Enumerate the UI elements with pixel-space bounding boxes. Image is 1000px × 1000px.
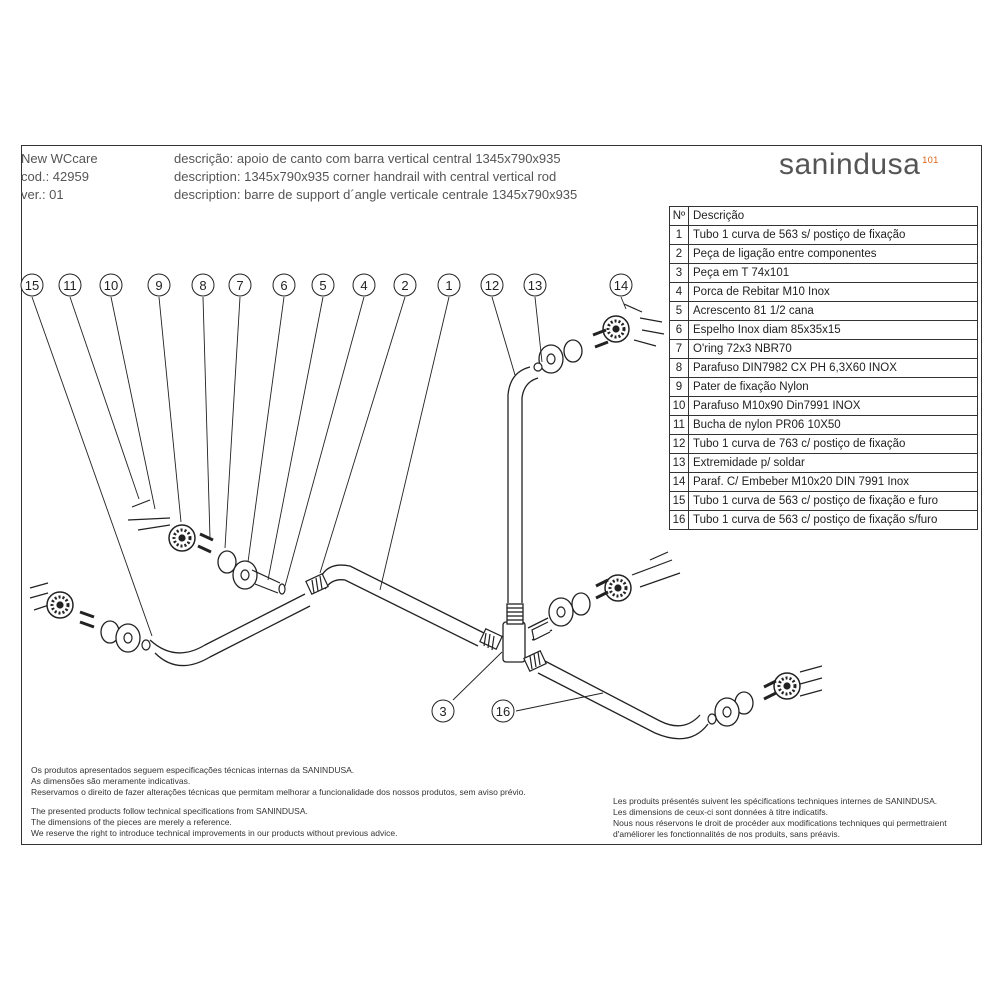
- part-description-cell: Tubo 1 curva de 763 c/ postiço de fixaçã…: [688, 434, 978, 454]
- callout-11: 11: [58, 273, 82, 297]
- wall-mount-upper-left: [127, 499, 286, 595]
- part-number-cell: 16: [669, 510, 689, 530]
- description-en: description: 1345x790x935 corner handrai…: [174, 169, 557, 184]
- part-description-cell: Tubo 1 curva de 563 s/ postiço de fixaçã…: [688, 225, 978, 245]
- svg-text:2: 2: [401, 278, 408, 293]
- svg-text:9: 9: [155, 278, 162, 293]
- threaded-connector-left: [479, 628, 503, 651]
- callout-4: 4: [352, 273, 376, 297]
- drawing-frame: [21, 145, 982, 845]
- logo-text: sanindusa: [779, 148, 921, 181]
- svg-text:1: 1: [445, 278, 452, 293]
- rod-16: [537, 659, 709, 740]
- product-version: ver.: 01: [21, 187, 64, 202]
- note-line: Les dimensions de ceux-ci sont données à…: [613, 807, 828, 817]
- product-name: New WCcare: [21, 151, 98, 166]
- svg-text:6: 6: [280, 278, 287, 293]
- svg-text:12: 12: [485, 278, 499, 293]
- rod-2: [321, 564, 485, 647]
- tee-piece: [502, 603, 526, 663]
- part-description-cell: Peça em T 74x101: [688, 263, 978, 283]
- callout-16: 16: [491, 699, 515, 723]
- svg-text:4: 4: [360, 278, 367, 293]
- svg-text:14: 14: [614, 278, 628, 293]
- part-number-cell: 10: [669, 396, 689, 416]
- note-line: Reservamos o direito de fazer alterações…: [31, 787, 526, 797]
- note-line: The dimensions of the pieces are merely …: [31, 817, 232, 827]
- callout-6: 6: [272, 273, 296, 297]
- wall-mount-bottom-right: [707, 665, 823, 727]
- callout-7: 7: [228, 273, 252, 297]
- svg-text:10: 10: [104, 278, 118, 293]
- note-line: The presented products follow technical …: [31, 806, 308, 816]
- callout-14: 14: [609, 273, 633, 297]
- callout-10: 10: [99, 273, 123, 297]
- notes-portuguese: Os produtos apresentados seguem especifi…: [31, 765, 526, 798]
- note-line: We reserve the right to introduce techni…: [31, 828, 398, 838]
- notes-french: Les produits présentés suivent les spéci…: [613, 796, 947, 840]
- svg-text:3: 3: [439, 704, 446, 719]
- product-code: cod.: 42959: [21, 169, 89, 184]
- callout-3: 3: [431, 699, 455, 723]
- callout-13: 13: [523, 273, 547, 297]
- part-description-cell: O'ring 72x3 NBR70: [688, 339, 978, 359]
- leader-lines: [31, 296, 627, 712]
- wall-mount-lower-left: [29, 582, 151, 653]
- rod-12-vertical: [507, 366, 539, 603]
- callout-9: 9: [147, 273, 171, 297]
- notes-english: The presented products follow technical …: [31, 806, 397, 839]
- rod-15: [149, 593, 311, 667]
- svg-text:7: 7: [236, 278, 243, 293]
- callout-15: 15: [20, 273, 44, 297]
- part-description-cell: Peça de ligação entre componentes: [688, 244, 978, 264]
- part-number-cell: 12: [669, 434, 689, 454]
- note-line: Os produtos apresentados seguem especifi…: [31, 765, 355, 775]
- note-line: Les produits présentés suivent les spéci…: [613, 796, 938, 806]
- callout-5: 5: [311, 273, 335, 297]
- callout-12: 12: [480, 273, 504, 297]
- wall-mount-top-right: [533, 303, 665, 374]
- description-fr: description: barre de support d´angle ve…: [174, 187, 578, 202]
- callout-8: 8: [191, 273, 215, 297]
- note-line: d'améliorer les fonctionnalités de nos p…: [613, 829, 840, 839]
- svg-text:5: 5: [319, 278, 326, 293]
- part-description-cell: Tubo 1 curva de 563 c/ postiço de fixaçã…: [688, 491, 978, 511]
- svg-text:8: 8: [199, 278, 206, 293]
- wall-mount-middle-right: [531, 551, 681, 641]
- svg-text:11: 11: [63, 278, 77, 293]
- note-line: As dimensões são meramente indicativas.: [31, 776, 191, 786]
- part-description-cell: Tubo 1 curva de 563 c/ postiço de fixaçã…: [688, 510, 978, 530]
- svg-text:15: 15: [25, 278, 39, 293]
- callout-2: 2: [393, 273, 417, 297]
- threaded-connector-top-left: [305, 573, 329, 595]
- svg-text:13: 13: [528, 278, 542, 293]
- callout-1: 1: [437, 273, 461, 297]
- description-pt: descrição: apoio de canto com barra vert…: [174, 151, 561, 166]
- logo-badge: 101: [922, 155, 939, 165]
- svg-text:16: 16: [496, 704, 510, 719]
- note-line: Nous nous réservons le droit de procéder…: [613, 818, 947, 828]
- threaded-connector-right: [523, 650, 547, 672]
